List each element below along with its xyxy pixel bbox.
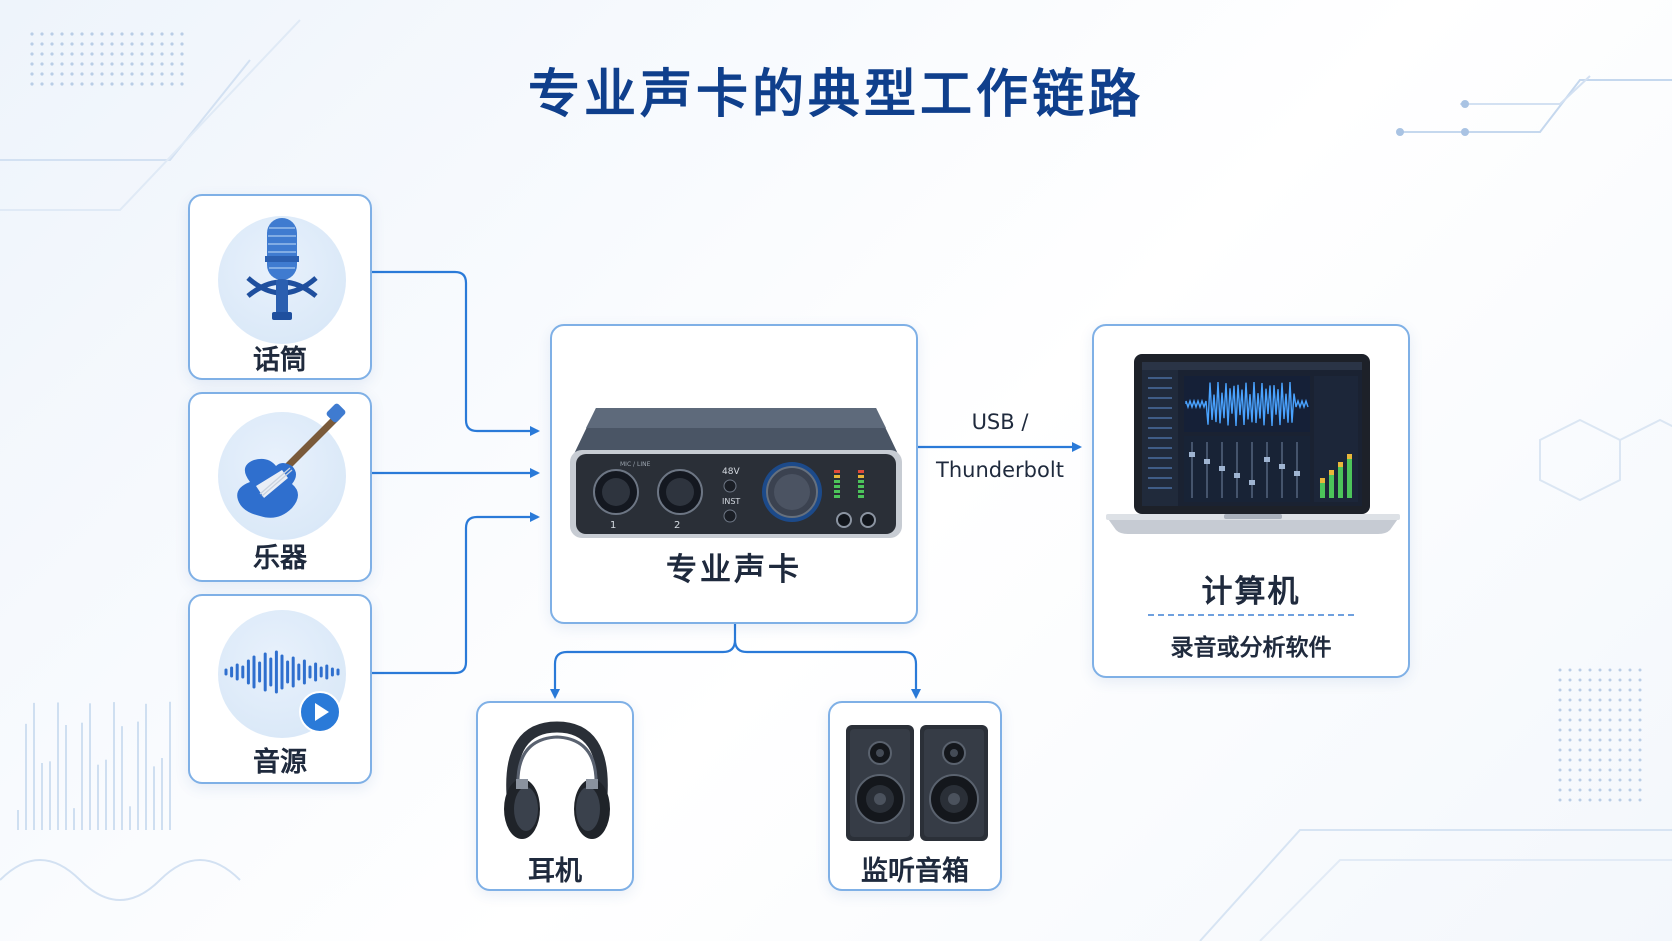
output-label-headphones: 耳机: [528, 856, 582, 887]
arrow-source-to-interface: [372, 512, 540, 675]
input-label-microphone: 话筒: [253, 345, 307, 376]
computer-card[interactable]: 计算机 录音或分析软件: [1092, 324, 1410, 678]
connection-label-line2: Thunderbolt: [936, 458, 1064, 482]
microphone-icon: [246, 218, 318, 320]
input-card-audio-source[interactable]: 音源: [188, 594, 372, 784]
arrow-interface-to-speakers: [733, 639, 921, 699]
svg-text:MIC / LINE: MIC / LINE: [620, 461, 651, 468]
input-2-label: 2: [674, 520, 680, 531]
audio-interface-icon: MIC / LINE 1 2 48V INST: [570, 408, 902, 538]
headphones-icon: [504, 721, 610, 839]
connection-label: USB /: [930, 410, 1070, 434]
page-title: 专业声卡的典型工作链路: [527, 65, 1144, 125]
inst-label: INST: [722, 497, 740, 506]
input-1-label: 1: [610, 520, 616, 531]
connection-label-2: Thunderbolt: [920, 458, 1080, 482]
monitor-speakers-icon: [846, 725, 988, 841]
output-card-headphones[interactable]: 耳机: [476, 701, 634, 891]
connection-label-line1: USB /: [971, 410, 1029, 434]
output-card-speakers[interactable]: 监听音箱: [828, 701, 1002, 891]
computer-divider: [1148, 614, 1354, 616]
output-label-speakers: 监听音箱: [861, 856, 969, 887]
play-icon: [299, 691, 341, 733]
audio-interface-label: 专业声卡: [666, 552, 802, 588]
arrow-mic-to-interface: [372, 270, 540, 436]
audio-interface-card[interactable]: MIC / LINE 1 2 48V INST 专业声卡: [550, 324, 918, 624]
input-label-audio-source: 音源: [253, 747, 307, 778]
phantom-power-label: 48V: [722, 467, 740, 477]
computer-sublabel: 录音或分析软件: [1170, 635, 1332, 661]
arrow-interface-to-headphones: [550, 624, 737, 699]
input-card-microphone[interactable]: 话筒: [188, 194, 372, 380]
input-label-instrument: 乐器: [253, 543, 307, 574]
computer-label: 计算机: [1201, 574, 1301, 610]
laptop-icon: [1106, 354, 1400, 534]
electric-guitar-icon: [237, 403, 346, 518]
input-card-instrument[interactable]: 乐器: [188, 392, 372, 582]
audio-source-waveform-icon: [224, 650, 340, 694]
